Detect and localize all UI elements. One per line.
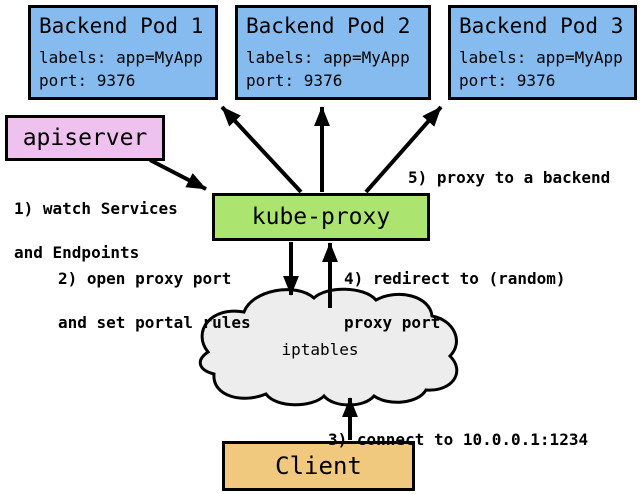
annotation-step2-line2: and set portal rules [58, 313, 251, 332]
backend-pod-3-title: Backend Pod 3 [459, 14, 624, 38]
backend-pod-2-port: port: 9376 [246, 71, 343, 90]
backend-pod-2-labels: labels: app=MyApp [246, 48, 410, 67]
annotation-step4-line2: proxy port [344, 313, 441, 332]
client-label: Client [275, 452, 362, 480]
node-backend-pod-2: Backend Pod 2 labels: app=MyApp port: 93… [235, 5, 431, 100]
backend-pod-3-port: port: 9376 [459, 71, 556, 90]
node-backend-pod-3: Backend Pod 3 labels: app=MyApp port: 93… [448, 5, 637, 100]
kube-proxy-label: kube-proxy [251, 204, 391, 230]
annotation-step1: 1) watch Services and Endpoints [14, 176, 178, 286]
annotation-step4: 4) redirect to (random) proxy port [344, 246, 566, 356]
node-client: Client [222, 441, 415, 491]
annotation-step4-line1: 4) redirect to (random) [344, 269, 566, 288]
backend-pod-3-labels: labels: app=MyApp [459, 48, 623, 67]
node-backend-pod-1: Backend Pod 1 labels: app=MyApp port: 93… [28, 5, 218, 100]
annotation-step5-line1: 5) proxy to a backend [408, 168, 611, 187]
annotation-step3: 3) connect to 10.0.0.1:1234 [328, 407, 588, 473]
annotation-step2: 2) open proxy port and set portal rules [58, 246, 251, 356]
node-apiserver: apiserver [5, 115, 165, 161]
annotation-step3-line1: 3) connect to 10.0.0.1:1234 [328, 430, 589, 449]
backend-pod-1-title: Backend Pod 1 [39, 14, 204, 38]
annotation-step1-line1: 1) watch Services [14, 199, 178, 218]
arrow-kube-proxy-to-pod1 [220, 105, 303, 194]
annotation-step2-line1: 2) open proxy port [58, 269, 232, 288]
annotation-step5: 5) proxy to a backend [408, 145, 610, 211]
apiserver-label: apiserver [22, 125, 148, 151]
backend-pod-2-title: Backend Pod 2 [246, 14, 411, 38]
annotation-step1-line2: and Endpoints [14, 243, 140, 262]
backend-pod-1-labels: labels: app=MyApp [39, 48, 203, 67]
node-kube-proxy: kube-proxy [212, 193, 430, 241]
backend-pod-1-port: port: 9376 [39, 71, 136, 90]
